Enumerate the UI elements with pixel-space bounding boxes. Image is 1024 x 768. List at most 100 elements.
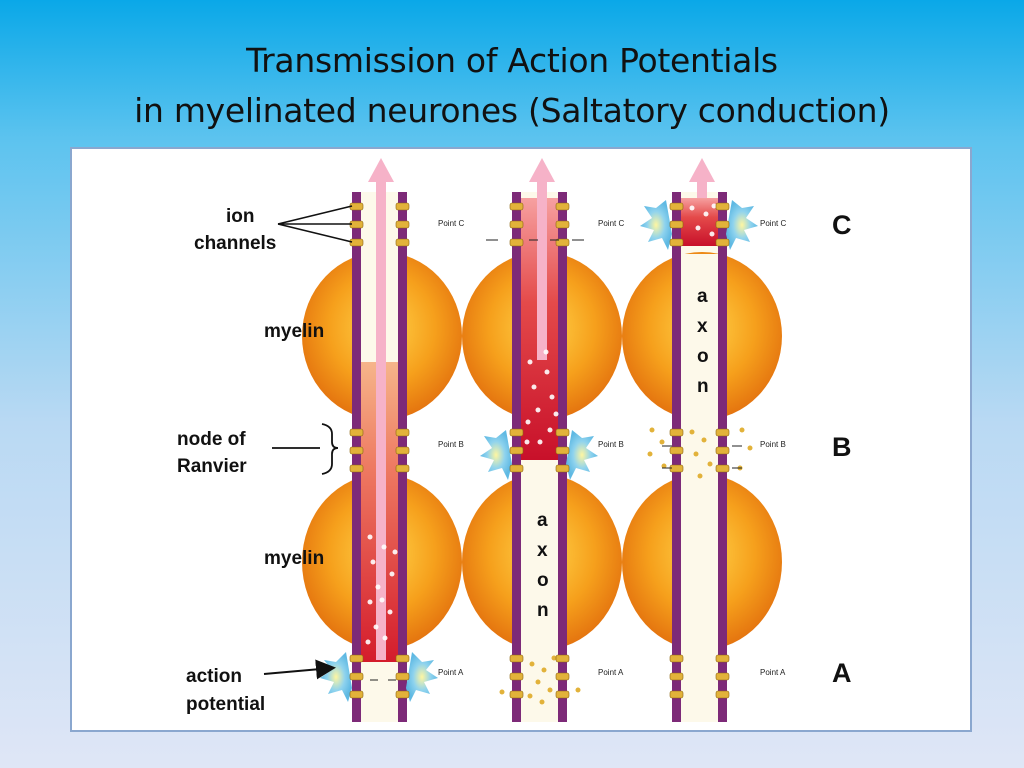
ion-channel	[715, 446, 730, 455]
ion-channel	[669, 220, 684, 229]
diagram-panel: Point C Point C Point C Point B Point B …	[70, 147, 972, 732]
ion-channel	[509, 238, 524, 247]
axon-membrane	[672, 192, 681, 722]
ion-channel	[669, 202, 684, 211]
ion-dots-node-a	[499, 655, 581, 705]
ion-channel	[669, 428, 684, 437]
axon-letter: n	[537, 600, 549, 621]
ion-channel	[715, 464, 730, 473]
ion-channel	[509, 672, 524, 681]
ion-channels	[349, 202, 730, 699]
ion-dots	[689, 203, 717, 237]
ion-channel	[509, 428, 524, 437]
point-b-label: Point B	[598, 440, 624, 449]
axon-letter: x	[537, 540, 548, 561]
axon-letter: o	[537, 570, 549, 591]
point-a-label: Point A	[598, 668, 624, 677]
point-a-label: Point A	[760, 668, 786, 677]
conduction-arrow-head	[689, 158, 715, 182]
ion-channel	[555, 428, 570, 437]
axon-membrane	[718, 192, 727, 722]
ion-channel	[395, 654, 410, 663]
point-c-label: Point C	[438, 219, 464, 228]
ion-channel	[669, 446, 684, 455]
ion-channel	[395, 690, 410, 699]
node-of-ranvier-label-line1: node of	[177, 429, 246, 450]
action-potential-pointer	[263, 659, 336, 680]
saltatory-conduction-diagram: Point C Point C Point C Point B Point B …	[177, 158, 852, 722]
action-potential-label-line1: action	[186, 666, 242, 687]
ion-channel	[349, 654, 364, 663]
ion-channel	[715, 690, 730, 699]
point-a-label: Point A	[438, 668, 464, 677]
ion-channel	[395, 672, 410, 681]
conduction-arrow	[537, 180, 547, 360]
ion-channel	[555, 202, 570, 211]
row-letter-c: C	[832, 210, 852, 240]
ion-channel	[395, 238, 410, 247]
axon-letter: a	[537, 510, 548, 531]
ion-channel	[509, 654, 524, 663]
ion-channel	[669, 690, 684, 699]
point-c-label: Point C	[598, 219, 624, 228]
ion-channel	[555, 220, 570, 229]
ion-channel	[555, 654, 570, 663]
node-bracket	[272, 423, 339, 475]
axon-letter: a	[697, 286, 708, 307]
ion-channel	[715, 428, 730, 437]
ion-channel	[555, 690, 570, 699]
burst-node-b	[480, 430, 598, 480]
ion-channel	[509, 464, 524, 473]
ion-channel	[349, 672, 364, 681]
axon-label-column-2: a x o n	[537, 510, 549, 621]
burst-node-c	[640, 200, 758, 250]
myelin-label-top: myelin	[264, 321, 324, 342]
ion-channel	[395, 446, 410, 455]
ion-channel	[555, 238, 570, 247]
ion-channel	[349, 238, 364, 247]
column-2	[462, 158, 622, 722]
ion-channel	[349, 464, 364, 473]
axon-letter: n	[697, 376, 709, 397]
point-arrows	[370, 239, 742, 681]
conduction-arrow	[376, 180, 386, 660]
column-3	[622, 158, 782, 722]
axon-membrane	[352, 192, 361, 722]
point-b-label: Point B	[438, 440, 464, 449]
ion-dots	[365, 534, 398, 645]
ion-channel	[669, 654, 684, 663]
ion-channels-pointers	[277, 205, 353, 243]
ion-channel	[395, 220, 410, 229]
ion-channel	[715, 654, 730, 663]
ion-channel	[509, 690, 524, 699]
action-potential-label-line2: potential	[186, 694, 265, 715]
axon-membrane	[558, 192, 567, 722]
ion-channel	[509, 202, 524, 211]
axon-membrane	[512, 192, 521, 722]
point-b-label: Point B	[760, 440, 786, 449]
ion-channel	[349, 428, 364, 437]
ion-channel	[715, 220, 730, 229]
axon-letter: o	[697, 346, 709, 367]
point-c-label: Point C	[760, 219, 786, 228]
ion-channel	[395, 202, 410, 211]
axon-letter: x	[697, 316, 708, 337]
ion-channel	[715, 238, 730, 247]
ion-channels-label-line1: ion	[226, 206, 255, 227]
ion-channel	[669, 238, 684, 247]
ion-channel	[555, 446, 570, 455]
ion-channel	[715, 672, 730, 681]
title-line-1: Transmission of Action Potentials	[246, 41, 778, 80]
slide-title: Transmission of Action Potentials in mye…	[0, 36, 1024, 136]
conduction-arrow	[697, 180, 707, 198]
ion-channel	[395, 428, 410, 437]
axon-label-column-3: a x o n	[697, 286, 709, 397]
title-line-2: in myelinated neurones (Saltatory conduc…	[134, 91, 890, 130]
ion-channel	[715, 202, 730, 211]
row-letter-a: A	[832, 658, 852, 688]
ion-channel	[395, 464, 410, 473]
ion-channel	[555, 672, 570, 681]
ion-channel	[669, 672, 684, 681]
ion-channel	[509, 446, 524, 455]
conduction-arrow-head	[529, 158, 555, 182]
